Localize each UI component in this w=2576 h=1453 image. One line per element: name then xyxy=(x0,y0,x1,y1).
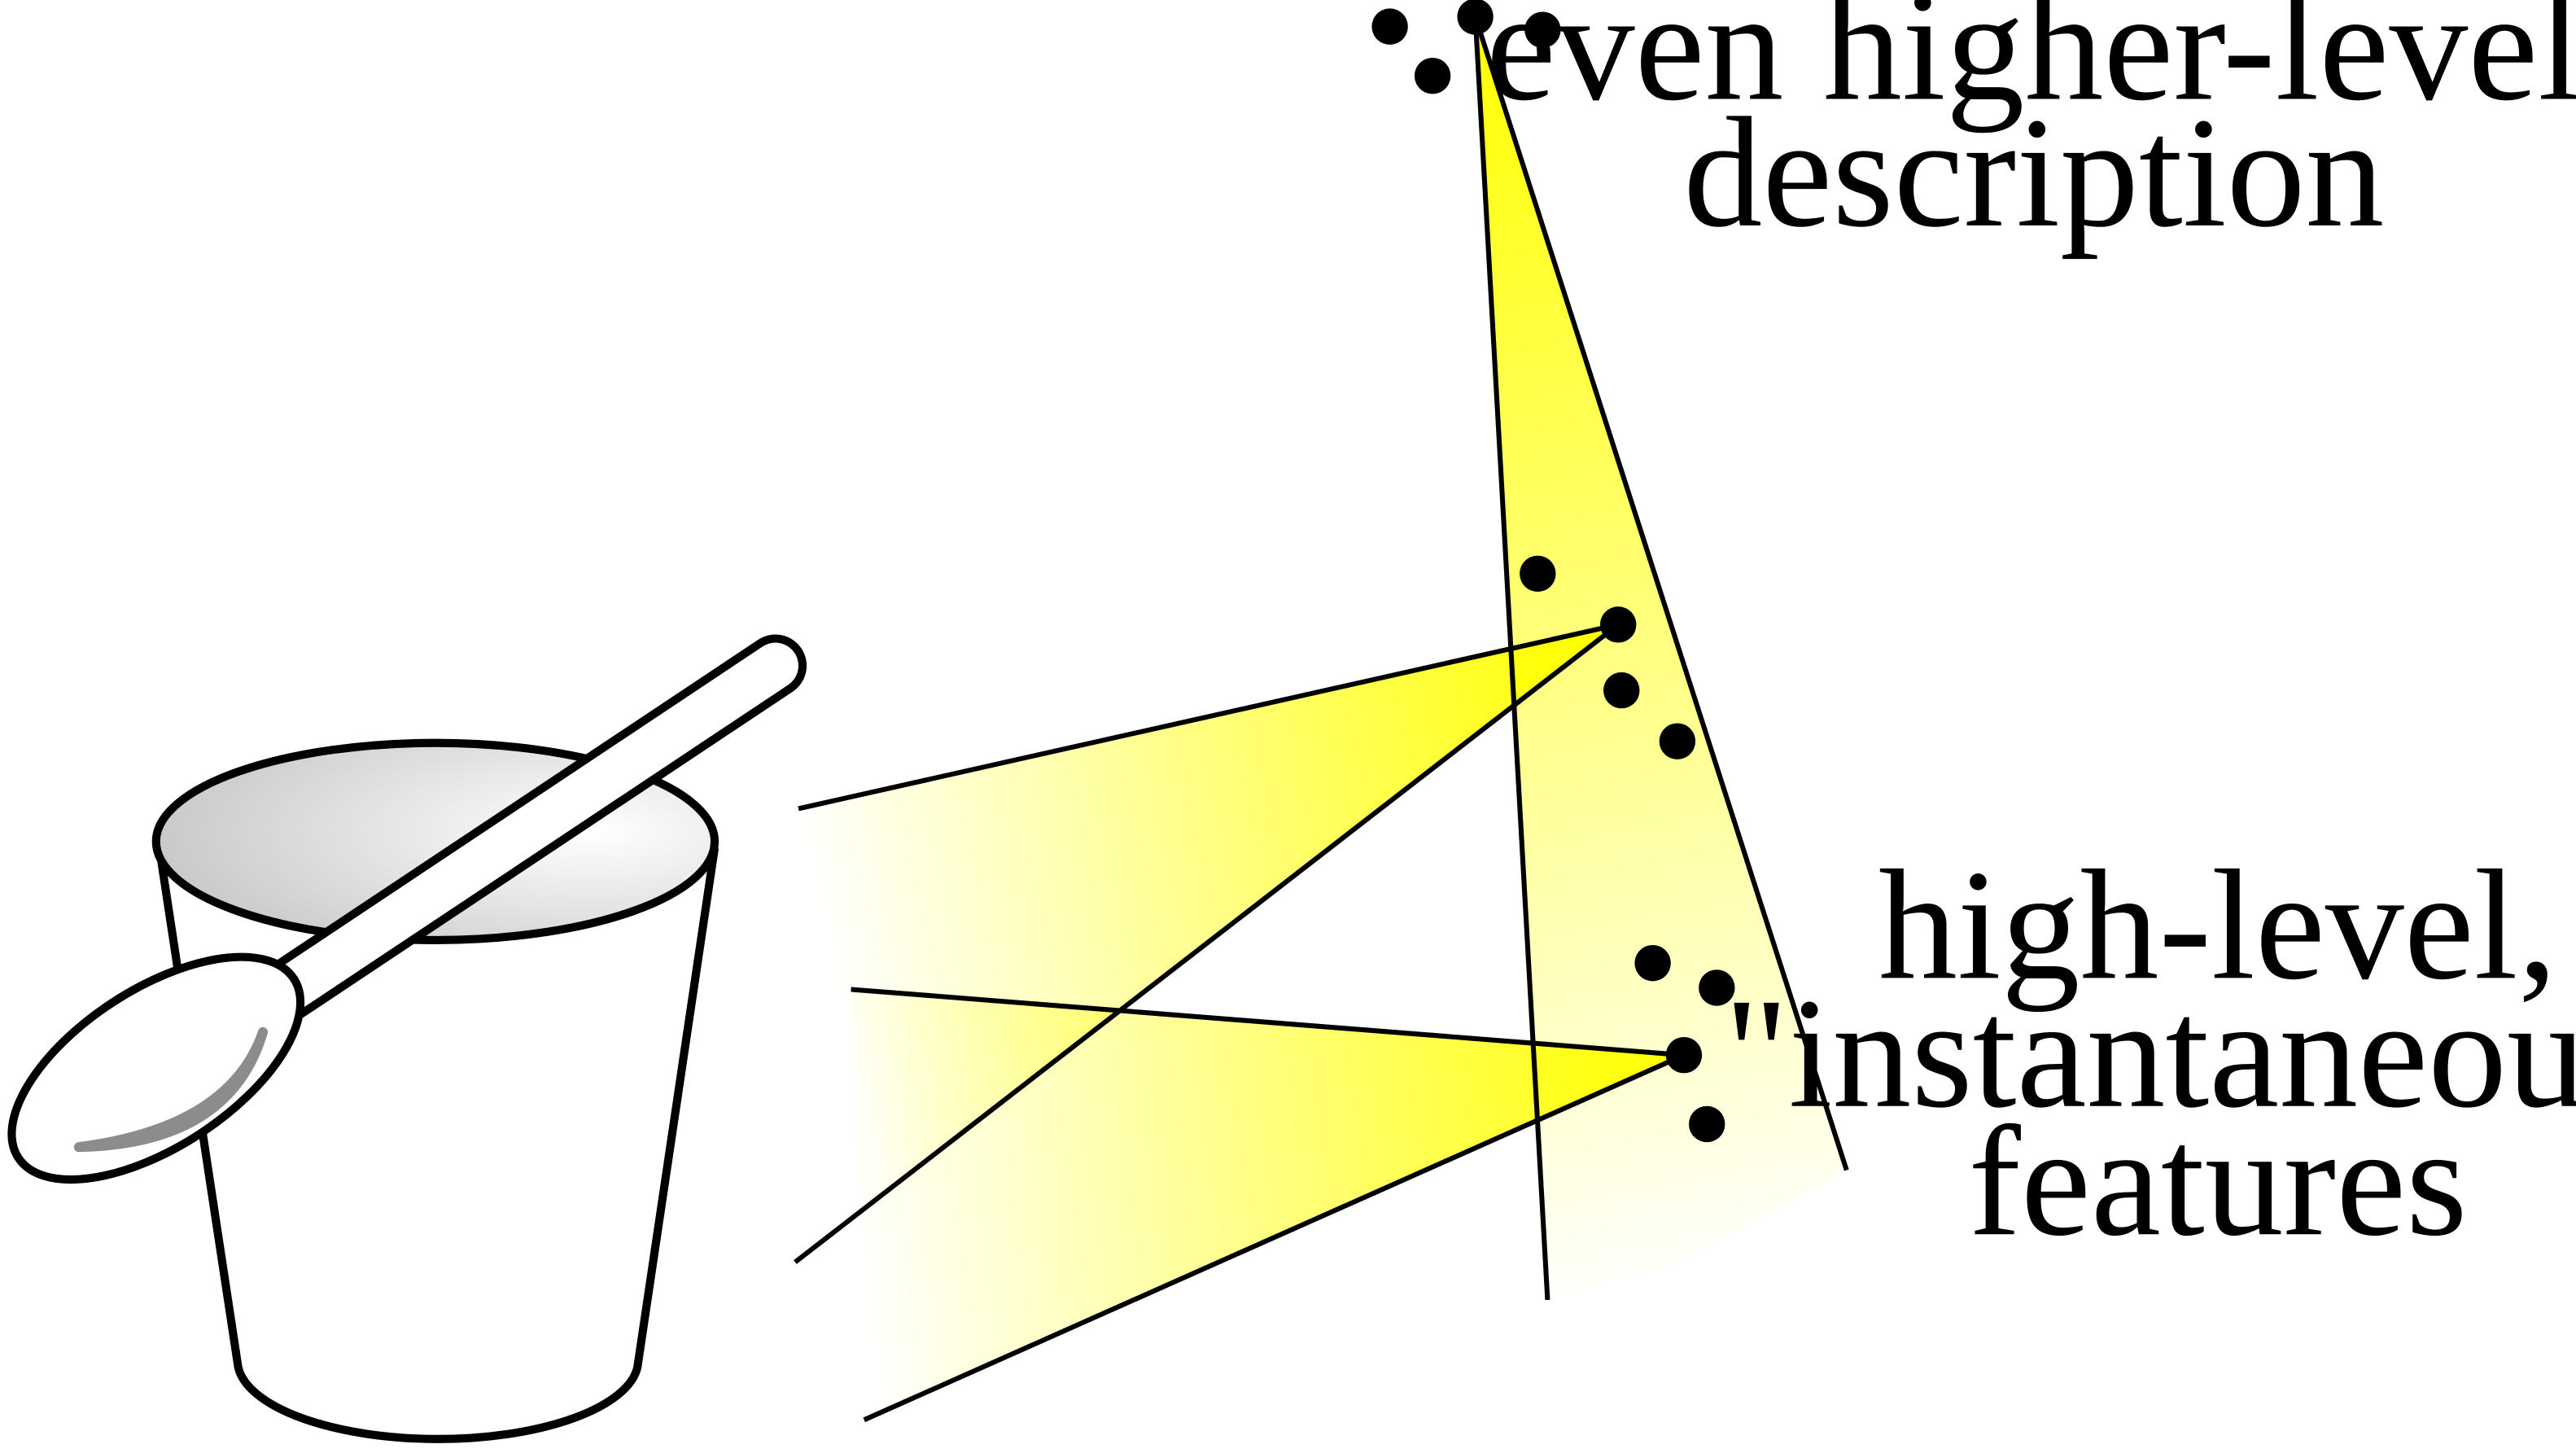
node xyxy=(1414,57,1451,94)
node xyxy=(1524,11,1561,48)
spoon-bowl-shade xyxy=(73,1026,269,1153)
node xyxy=(1689,1105,1725,1143)
node xyxy=(1665,1036,1703,1074)
beam-upper-bottom-edge xyxy=(794,622,1620,1264)
beam-lower-bottom-edge xyxy=(863,1053,1686,1423)
spoon-bowl xyxy=(7,952,305,1184)
label-features: features xyxy=(1968,1093,2467,1268)
node xyxy=(1659,723,1696,759)
spoon-handle xyxy=(207,642,798,1053)
low-level-nodes xyxy=(1634,944,1735,1143)
node xyxy=(1457,0,1494,35)
upper-beam-right-edge xyxy=(1472,15,1849,1171)
top-level-nodes xyxy=(1371,0,1561,94)
label-even-higher-level: even higher-level xyxy=(1486,0,2576,133)
label-description: description xyxy=(1683,85,2384,260)
beam-to-feature-lower xyxy=(851,989,1684,1420)
label-high-level: high-level, xyxy=(1878,837,2557,1012)
node xyxy=(1600,606,1637,643)
spoon-illustration xyxy=(7,634,807,1184)
label-instantaneous: "instantaneous" xyxy=(1724,965,2576,1140)
beam-lower-top-edge xyxy=(851,987,1685,1058)
upper-beam-left-edge xyxy=(1472,16,1550,1301)
node xyxy=(1603,672,1640,709)
beam-upper-top-edge xyxy=(798,622,1619,812)
node xyxy=(1371,8,1408,45)
node xyxy=(1634,944,1671,982)
mid-level-nodes xyxy=(1520,555,1696,759)
upper-beam xyxy=(1475,16,1843,1298)
node xyxy=(1520,555,1556,592)
node xyxy=(1699,969,1735,1006)
